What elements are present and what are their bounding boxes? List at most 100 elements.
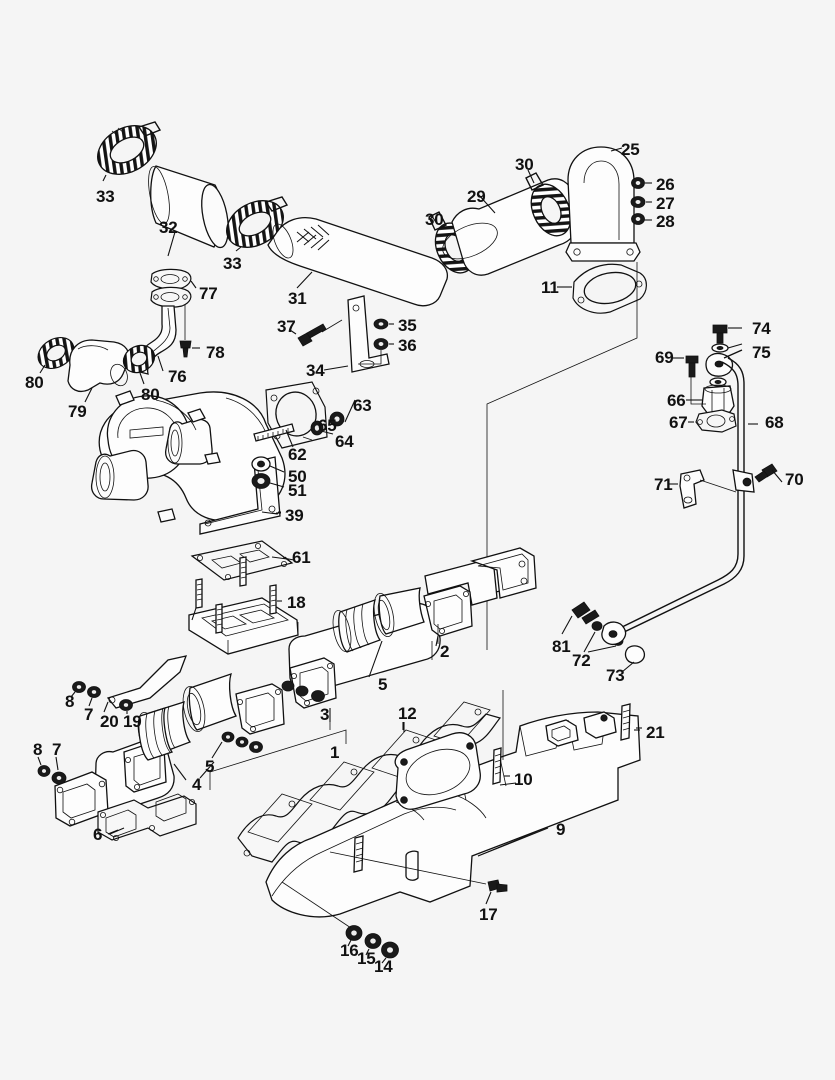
callout-31: 31 bbox=[288, 289, 307, 308]
callout-75: 75 bbox=[752, 343, 771, 362]
part-64-washer bbox=[310, 420, 334, 436]
callout-69: 69 bbox=[655, 348, 674, 367]
callout-79: 79 bbox=[68, 402, 87, 421]
callout-78: 78 bbox=[206, 343, 225, 362]
part-4-intake-manifold-end bbox=[54, 707, 175, 827]
callout-5-lower: 5 bbox=[205, 757, 215, 776]
callout-73: 73 bbox=[606, 666, 625, 685]
callout-27: 27 bbox=[656, 194, 675, 213]
part-71-clamp-on-line bbox=[732, 469, 755, 493]
callout-35: 35 bbox=[398, 316, 417, 335]
callout-68: 68 bbox=[765, 413, 784, 432]
callout-15: 15 bbox=[357, 949, 376, 968]
part-33-clamp-upper bbox=[97, 121, 162, 182]
part-78-bolt bbox=[179, 304, 200, 358]
part-67-fitting-gasket bbox=[688, 409, 737, 433]
callout-17: 17 bbox=[479, 905, 498, 924]
part-37-bolt bbox=[289, 319, 343, 347]
part-80-clamp-right bbox=[122, 344, 156, 385]
callout-7-lower: 7 bbox=[52, 740, 62, 759]
callout-19: 19 bbox=[123, 712, 142, 731]
callout-10: 10 bbox=[514, 770, 533, 789]
callout-25: 25 bbox=[621, 140, 640, 159]
callout-64: 64 bbox=[335, 432, 354, 451]
part-19-nut bbox=[119, 699, 133, 714]
part-81-banjo-bolt-lower bbox=[561, 601, 600, 635]
callout-70: 70 bbox=[785, 470, 804, 489]
part-70-bolt bbox=[754, 463, 783, 483]
callout-20: 20 bbox=[100, 712, 119, 731]
part-80-clamp-left bbox=[37, 336, 75, 374]
part-51-lock-nut bbox=[251, 473, 285, 489]
callout-16: 16 bbox=[340, 941, 359, 960]
part-63-nut bbox=[329, 399, 356, 427]
part-18-exhaust-adapter bbox=[188, 556, 299, 655]
callout-3: 3 bbox=[320, 705, 330, 724]
part-33-clamp-lower bbox=[226, 196, 289, 252]
part-8-nut-upper bbox=[70, 681, 86, 698]
callout-33-lower: 33 bbox=[223, 254, 242, 273]
callout-8-upper: 8 bbox=[65, 692, 75, 711]
part-9-exhaust-manifold bbox=[265, 703, 641, 918]
part-35-washer bbox=[373, 318, 394, 330]
callout-18: 18 bbox=[287, 593, 306, 612]
callout-6: 6 bbox=[93, 825, 103, 844]
callout-67: 67 bbox=[669, 413, 688, 432]
callout-7-upper: 7 bbox=[84, 705, 94, 724]
callout-36: 36 bbox=[398, 336, 417, 355]
callout-9: 9 bbox=[556, 820, 566, 839]
callout-62: 62 bbox=[288, 445, 307, 464]
callout-11: 11 bbox=[541, 278, 559, 297]
part-25-elbow-connector bbox=[565, 146, 641, 262]
callout-26: 26 bbox=[656, 175, 675, 194]
part-71-line-clamp-bracket bbox=[668, 469, 737, 509]
part-72-sealing-washer-a bbox=[583, 621, 603, 653]
callout-2: 2 bbox=[440, 642, 450, 661]
part-11-gasket bbox=[557, 263, 647, 314]
part-17-bolt bbox=[329, 851, 508, 905]
part-16-nut bbox=[281, 881, 363, 947]
callout-1: 1 bbox=[330, 743, 340, 762]
callout-8-lower: 8 bbox=[33, 740, 43, 759]
callout-50: 50 bbox=[288, 467, 307, 486]
callout-34: 34 bbox=[306, 361, 325, 380]
callout-4: 4 bbox=[192, 775, 202, 794]
part-66-oil-supply-fitting bbox=[686, 384, 735, 415]
part-69-bolt bbox=[672, 355, 706, 405]
part-75-sealing-washer-lower bbox=[709, 377, 727, 387]
part-8-nut-lower bbox=[37, 756, 51, 777]
part-62-stud-bolt bbox=[253, 423, 295, 448]
callout-33-upper: 33 bbox=[96, 187, 115, 206]
callout-63: 63 bbox=[353, 396, 372, 415]
part-36-nut bbox=[358, 338, 394, 365]
part-28-washer bbox=[631, 213, 652, 225]
callout-29: 29 bbox=[467, 187, 486, 206]
callout-21: 21 bbox=[646, 723, 665, 742]
callout-81: 81 bbox=[552, 637, 571, 656]
callout-71: 71 bbox=[654, 475, 673, 494]
callout-14: 14 bbox=[374, 957, 393, 976]
callout-65: 65 bbox=[318, 416, 337, 435]
part-27-lock-washer bbox=[630, 196, 652, 208]
part-7-washer-lower bbox=[51, 756, 67, 785]
callout-80-left: 80 bbox=[25, 373, 44, 392]
callout-39: 39 bbox=[285, 506, 304, 525]
callout-37: 37 bbox=[277, 317, 296, 336]
part-79-water-hose bbox=[67, 339, 130, 403]
callout-28: 28 bbox=[656, 212, 675, 231]
callout-61: 61 bbox=[292, 548, 311, 567]
callout-76: 76 bbox=[168, 367, 187, 386]
callout-32: 32 bbox=[159, 218, 178, 237]
part-31-intake-pipe bbox=[267, 217, 449, 307]
callout-74: 74 bbox=[752, 319, 771, 338]
callout-66: 66 bbox=[667, 391, 686, 410]
callout-51: 51 bbox=[288, 481, 307, 500]
part-32-hose-sleeve bbox=[148, 165, 229, 257]
part-7-washer-upper bbox=[87, 686, 101, 707]
callout-72: 72 bbox=[572, 651, 591, 670]
part-26-nut bbox=[631, 177, 652, 189]
part-5-bellows-upper bbox=[332, 598, 382, 653]
part-15-washer bbox=[364, 933, 382, 956]
